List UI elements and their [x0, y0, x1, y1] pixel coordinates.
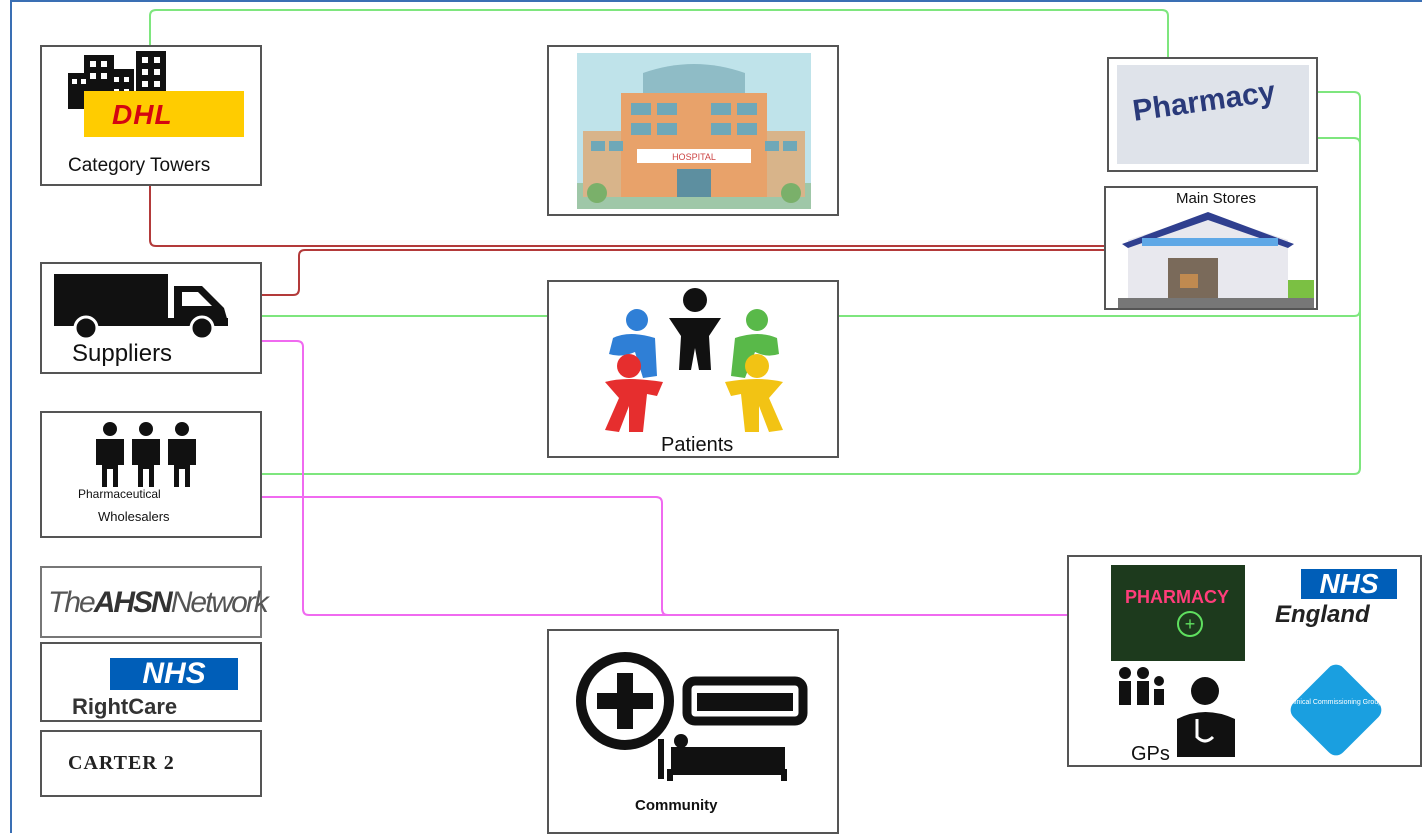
- pharmacy-node: Pharmacy: [1107, 57, 1318, 172]
- dhl-logo-text: DHL: [112, 99, 173, 130]
- link-category-pharmacy: [149, 9, 1169, 58]
- wholesalers-label-line2: Wholesalers: [98, 509, 170, 524]
- nhs-england-label: England: [1275, 601, 1370, 628]
- wholesalers-node: Pharmaceutical Wholesalers: [40, 411, 262, 538]
- ahsn-network-text: TheAHSNNetwork: [48, 586, 269, 620]
- nhs-rightcare-logo: NHS RightCare: [40, 642, 262, 722]
- link-category-mainstores: [149, 185, 1106, 247]
- ccg-label: Clinical Commissioning Groups: [1288, 699, 1386, 706]
- community-label: Community: [635, 797, 718, 814]
- carter-2-node: CARTER 2: [40, 730, 262, 797]
- dhl-logo: [84, 91, 244, 137]
- patients-label: Patients: [661, 434, 734, 456]
- link-suppliers-mainstores: [260, 249, 1106, 296]
- people-group-icon: [96, 422, 196, 487]
- patients-node: Patients: [547, 280, 839, 458]
- community-node: Community: [547, 629, 839, 834]
- ahsn-bold: AHSN: [93, 586, 173, 619]
- rightcare-label: RightCare: [72, 694, 178, 719]
- pharmacy-sign-photo: PHARMACY +: [1111, 565, 1245, 661]
- suppliers-node: Suppliers: [40, 262, 262, 374]
- ccg-logo: [1286, 660, 1386, 760]
- people-circle-icon: [605, 288, 783, 432]
- link-wholesalers-primarycare: [260, 496, 669, 616]
- pharmacy-photo: [1117, 65, 1309, 164]
- primary-care-node: PHARMACY + NHS England GPs Clinical Comm…: [1067, 555, 1422, 767]
- community-care-icon: [576, 652, 808, 781]
- link-suppliers-primarycare: [260, 340, 1068, 616]
- hospital-node: HOSPITAL: [547, 45, 839, 216]
- warehouse-icon: [1118, 212, 1314, 308]
- nhs-logo: NHS: [110, 658, 238, 690]
- family-doctor-icon: [1119, 667, 1235, 757]
- suppliers-label: Suppliers: [72, 340, 173, 367]
- ahsn-network-logo: TheAHSNNetwork: [40, 566, 269, 638]
- carter-2-label: CARTER 2: [68, 752, 175, 774]
- wholesalers-label-line1: Pharmaceutical: [78, 487, 161, 501]
- category-towers-label: Category Towers: [68, 155, 211, 176]
- diagram-frame: [10, 0, 1422, 833]
- category-towers-node: DHL Category Towers: [40, 45, 262, 186]
- nhs-england-logo: NHS: [1301, 569, 1397, 599]
- link-pharmacy-wholesalers: [260, 137, 1361, 475]
- ahsn-suffix: Network: [170, 586, 269, 619]
- main-stores-label: Main Stores: [1176, 190, 1257, 207]
- gps-label: GPs: [1131, 743, 1170, 765]
- main-stores-node: Main Stores: [1104, 186, 1318, 310]
- pharmacy-sign-text: PHARMACY: [1125, 587, 1230, 607]
- pharmacy-cross-icon: +: [1177, 611, 1203, 637]
- truck-icon: [54, 274, 228, 340]
- ahsn-prefix: The: [48, 586, 96, 619]
- hospital-illustration: HOSPITAL: [577, 53, 811, 209]
- hospital-sign: HOSPITAL: [672, 152, 716, 162]
